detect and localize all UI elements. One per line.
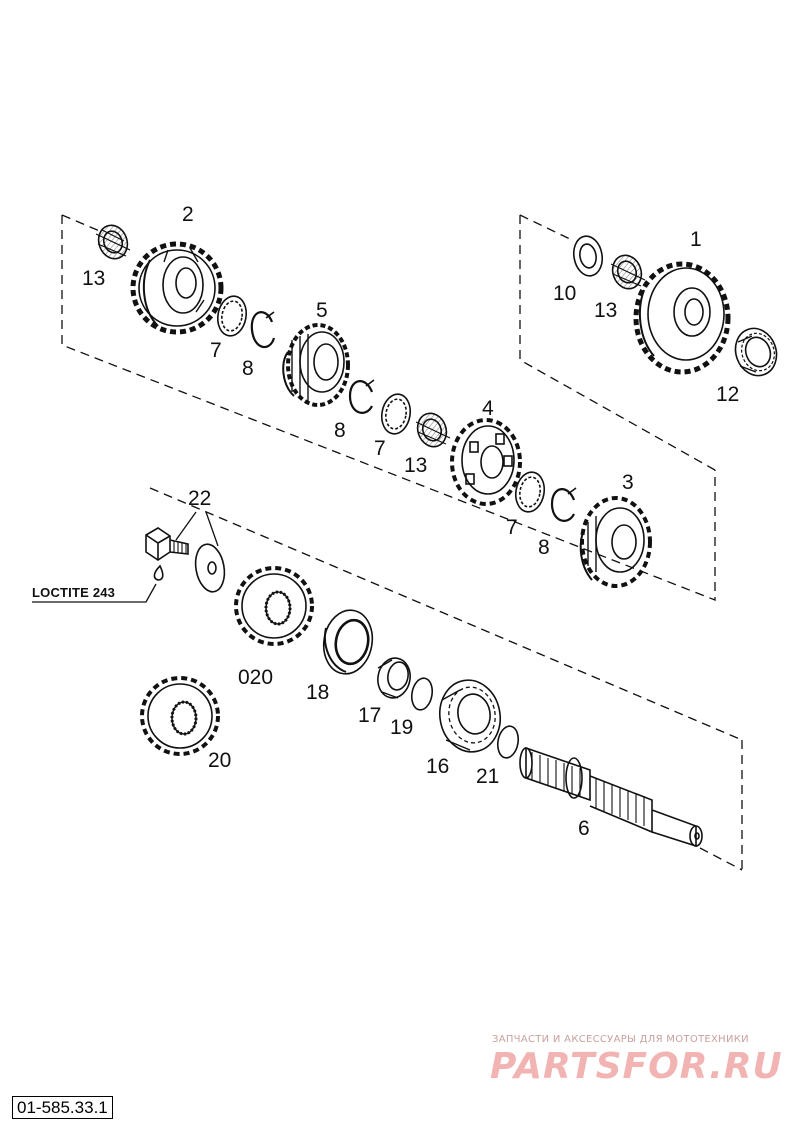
circlip-8-c [550,487,577,522]
circlip-8-b [348,379,375,414]
part-label-10: 10 [553,282,577,305]
splined-washer-7-b [380,393,412,435]
needle-bearing-13-middle [415,412,451,448]
part-label-20: 20 [208,749,232,772]
sprocket-20 [140,676,220,756]
watermark-tagline: ЗАПЧАСТИ И АКСЕССУАРЫ ДЛЯ МОТОТЕХНИКИ [492,1034,749,1045]
part-label-8: 8 [538,536,550,559]
gear-1 [633,261,731,375]
loctite-leader-line [32,583,157,603]
part-label-13: 13 [82,267,106,290]
o-ring-19 [410,677,434,711]
part-label-4: 4 [482,397,494,420]
guide-line-top [61,214,573,241]
part-label-16: 16 [426,755,450,778]
thrust-washer-10 [572,235,604,277]
part-label-7: 7 [210,339,222,362]
sprocket-020 [234,566,314,646]
drawing-reference-number: 01-585.33.1 [12,1096,113,1119]
part-label-1: 1 [690,228,702,251]
shaft-seal-18 [322,609,374,675]
guide-frame-left [61,215,716,601]
main-shaft-6 [519,746,703,848]
part-label-8: 8 [242,357,254,380]
part-label-17: 17 [358,704,382,727]
ball-bearing-16 [439,679,501,753]
circlip-8-a [250,311,276,348]
splined-washer-7-a [216,295,248,337]
loctite-note: LOCTITE 243 [32,585,116,600]
o-ring-21 [496,725,520,759]
part-label-21: 21 [476,765,500,788]
gear-5 [282,323,350,407]
needle-bearing-13-right [610,254,646,290]
part-label-19: 19 [390,716,414,739]
part-label-13: 13 [404,454,428,477]
part-label-13: 13 [594,299,618,322]
callout-lines-22 [175,511,219,547]
part-label-6: 6 [578,817,590,840]
watermark-logo: PARTSFOR.RU [490,1046,783,1087]
part-label-8: 8 [334,419,346,442]
part-label-3: 3 [622,471,634,494]
part-label-020: 020 [238,666,274,689]
guide-frame-right [519,215,716,471]
washer-22 [194,543,226,593]
needle-bearing-13-left [95,224,131,260]
part-label-7: 7 [506,516,518,539]
splined-washer-7-c [514,471,546,513]
part-label-22: 22 [188,487,212,510]
spacer-bushing-17 [377,657,411,699]
part-label-2: 2 [182,203,194,226]
part-label-7: 7 [374,437,386,460]
gear-2 [130,241,224,335]
gear-4 [450,418,522,506]
part-label-18: 18 [306,681,330,704]
part-label-5: 5 [316,299,328,322]
guide-frame-shaft [149,487,743,872]
gear-3 [579,496,652,588]
ball-bearing-12 [734,327,778,377]
part-label-12: 12 [716,383,740,406]
loctite-drop-icon [153,564,164,581]
bolt-22 [145,527,189,561]
